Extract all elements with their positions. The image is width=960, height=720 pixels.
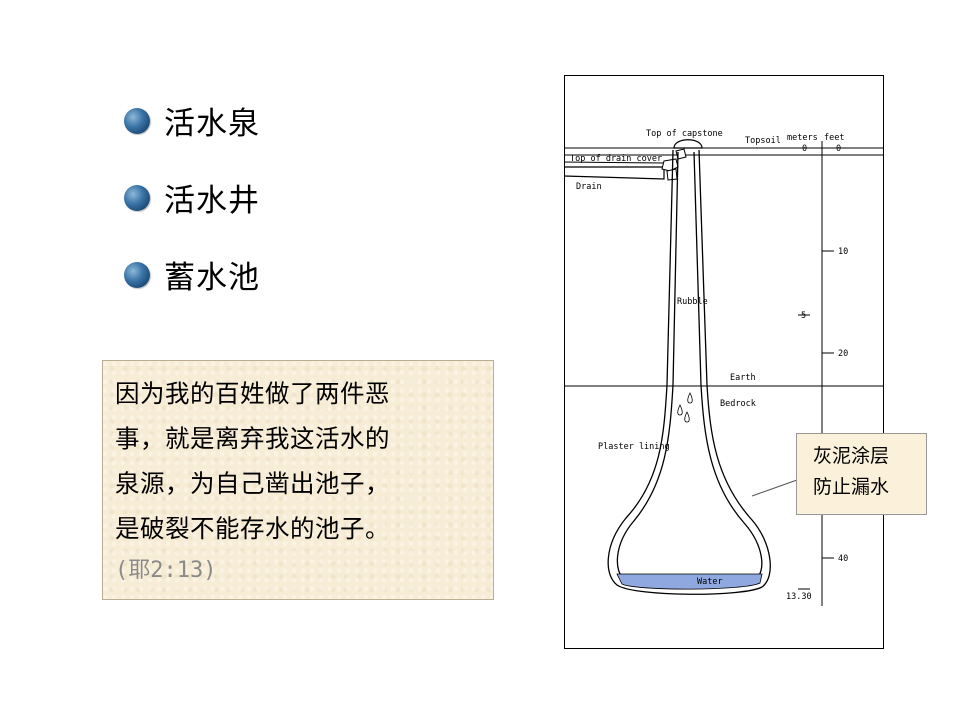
label-drain: Drain bbox=[576, 182, 602, 192]
cistern-outline-outer bbox=[607, 149, 771, 595]
bullet-dot-icon bbox=[124, 261, 150, 288]
verse-line: 因为我的百姓做了两件恶 bbox=[115, 379, 390, 408]
cistern-diagram-svg: Top of capstone Topsoil meters feet Top … bbox=[564, 75, 884, 649]
label-water: Water bbox=[697, 577, 723, 587]
water-fill bbox=[616, 573, 763, 590]
water-drop-icon bbox=[684, 411, 690, 423]
verse-line: 是破裂不能存水的池子。 bbox=[115, 514, 390, 543]
meters-tick-label: 0 bbox=[802, 144, 807, 154]
label-meters: meters bbox=[787, 133, 818, 143]
label-bedrock: Bedrock bbox=[720, 399, 756, 409]
label-feet: feet bbox=[824, 133, 844, 143]
verse-line: 事，就是离弃我这活水的 bbox=[115, 424, 390, 453]
feet-tick-label: 20 bbox=[838, 349, 848, 359]
feet-tick-label: 10 bbox=[838, 247, 848, 257]
bullet-text: 活水井 bbox=[164, 183, 260, 219]
verse-box: 因为我的百姓做了两件恶 事，就是离弃我这活水的 泉源，为自己凿出池子， 是破裂不… bbox=[102, 360, 494, 600]
bullet-text: 蓄水池 bbox=[164, 260, 260, 296]
bullet-dot-icon bbox=[124, 107, 150, 134]
meters-tick-label: 13.30 bbox=[786, 592, 812, 602]
label-rubble: Rubble bbox=[677, 297, 708, 307]
water-drop-icon bbox=[677, 404, 683, 416]
cistern-diagram: Top of capstone Topsoil meters feet Top … bbox=[564, 75, 884, 649]
water-drop-icon bbox=[687, 392, 693, 404]
bullet-text: 活水泉 bbox=[164, 106, 260, 142]
label-top-of-capstone: Top of capstone bbox=[646, 129, 723, 139]
feet-tick-label: 40 bbox=[838, 554, 848, 564]
label-topsoil: Topsoil bbox=[745, 136, 781, 146]
callout-line: 灰泥涂层 bbox=[813, 445, 890, 467]
label-plaster-lining: Plaster lining bbox=[598, 442, 670, 452]
bullet-item: 活水泉 bbox=[124, 82, 260, 159]
callout-line: 防止漏水 bbox=[813, 476, 890, 498]
feet-tick-label: 0 bbox=[836, 144, 841, 154]
bullet-item: 活水井 bbox=[124, 159, 260, 236]
verse-reference: (耶2:13) bbox=[115, 558, 217, 583]
meters-tick-label: 5 bbox=[801, 311, 806, 321]
capstone bbox=[673, 139, 703, 149]
drain-pipe bbox=[564, 166, 665, 180]
label-earth: Earth bbox=[730, 373, 756, 383]
callout-box: 灰泥涂层 防止漏水 bbox=[796, 433, 927, 515]
bullet-item: 蓄水池 bbox=[124, 236, 260, 313]
verse-line: 泉源，为自己凿出池子， bbox=[115, 469, 390, 498]
drain-cover bbox=[564, 161, 668, 164]
bullet-dot-icon bbox=[124, 184, 150, 211]
label-top-of-drain-cover: Top of drain cover bbox=[570, 154, 662, 164]
bullet-list: 活水泉 活水井 蓄水池 bbox=[124, 82, 260, 313]
